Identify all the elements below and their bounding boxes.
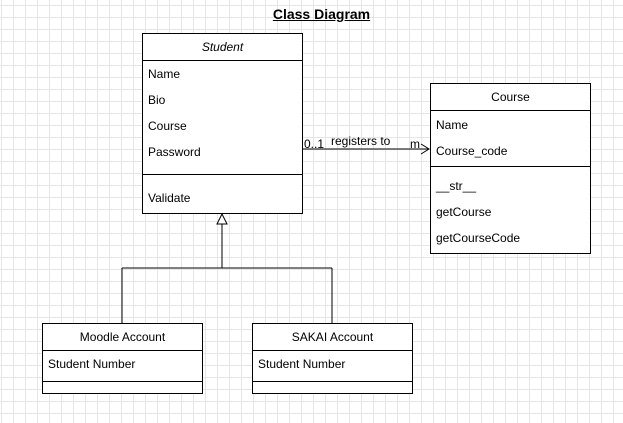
association-source-multiplicity: 0..1 [304,137,325,151]
association-target-multiplicity: m [410,137,420,151]
sakai-attributes: Student Number [253,351,412,382]
moodle-account-class[interactable]: Moodle Account Student Number [42,323,203,394]
course-class-name: Course [431,84,590,111]
course-method-getcourse: getCourse [436,205,492,219]
generalization-arrowhead [216,212,228,225]
moodle-account-class-name: Moodle Account [43,324,202,351]
course-method-str: __str__ [436,179,477,193]
moodle-attr-student-number: Student Number [48,357,136,371]
student-attr-bio: Bio [148,93,166,107]
student-attributes: Name Bio Course Password [143,61,302,175]
student-class[interactable]: Student Name Bio Course Password Validat… [142,33,303,214]
student-attr-password: Password [148,145,201,159]
sakai-account-class-name: SAKAI Account [253,324,412,351]
association-label: registers to [331,134,391,148]
course-class[interactable]: Course Name Course_code __str__ getCours… [430,83,591,254]
student-attr-name: Name [148,67,181,81]
sakai-methods [253,382,412,390]
association-arrowhead [420,143,430,155]
course-methods: __str__ getCourse getCourseCode [431,167,590,251]
course-attr-course-code: Course_code [436,144,508,158]
diagram-title: Class Diagram [272,6,371,22]
sakai-account-class[interactable]: SAKAI Account Student Number [252,323,413,394]
student-methods: Validate [143,175,302,211]
course-attributes: Name Course_code [431,111,590,167]
sakai-attr-student-number: Student Number [258,357,346,371]
moodle-methods [43,382,202,390]
student-class-name: Student [143,34,302,61]
course-method-getcoursecode: getCourseCode [436,231,521,245]
course-attr-name: Name [436,118,469,132]
student-method-validate: Validate [148,191,191,205]
moodle-attributes: Student Number [43,351,202,382]
student-attr-course: Course [148,119,187,133]
